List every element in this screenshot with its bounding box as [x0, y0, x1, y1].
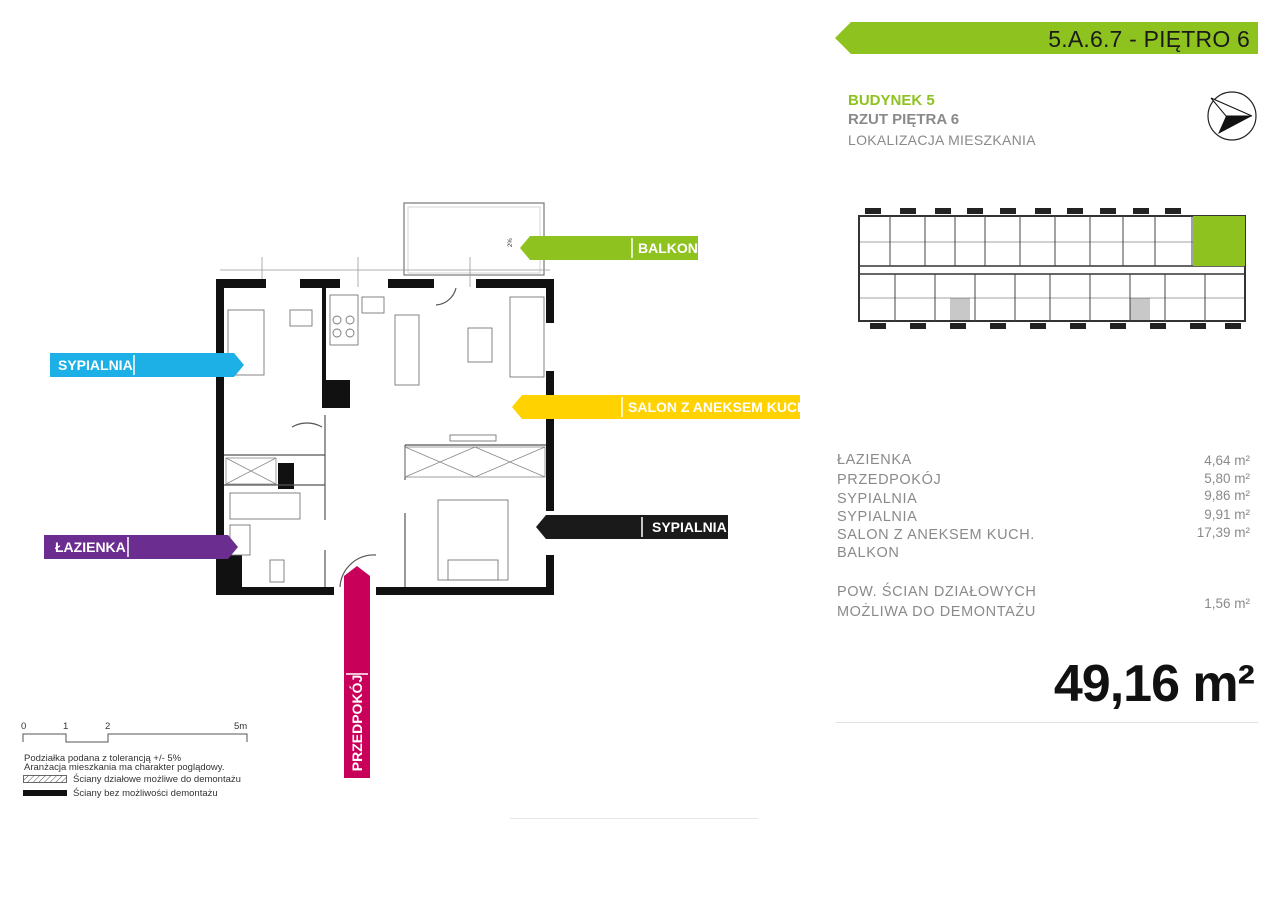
scale-tick-5m: 5m [234, 721, 248, 732]
room-name: SALON Z ANEKSEM KUCH. [837, 527, 1035, 543]
unit-title: 5.A.6.7 - PIĘTRO 6 [1000, 26, 1250, 53]
total-area: 49,16 m² [1053, 655, 1255, 713]
room-area: 17,39 m² [1196, 525, 1250, 540]
north-arrow-icon [1207, 91, 1257, 141]
przedpokoj-arrow [344, 566, 370, 778]
title-separator: - [1122, 26, 1144, 52]
partition-label-1: POW. ŚCIAN DZIAŁOWYCH [837, 584, 1037, 600]
highlighted-unit [1193, 216, 1245, 266]
floor-plan-label: RZUT PIĘTRA 6 [848, 111, 960, 128]
sypialnia-left-arrow [50, 353, 244, 377]
slope-mark: 2% [508, 238, 514, 247]
location-label: LOKALIZACJA MIESZKANIA [848, 132, 1036, 148]
apartment-floor-plan: 2% [216, 202, 554, 595]
room-name: SYPIALNIA [837, 491, 918, 507]
fixed-wall-swatch [23, 790, 67, 796]
room-name: BALKON [837, 545, 900, 561]
balkon-arrow [520, 236, 698, 260]
legend-fixed: Ściany bez możliwości demontażu [73, 788, 218, 799]
sypialnia-left-label: SYPIALNIA [58, 357, 133, 373]
unit-banner [835, 22, 1258, 54]
lazienka-arrow [44, 535, 238, 559]
divider [836, 722, 1258, 723]
scale-tick-0: 0 [21, 721, 27, 732]
partition-label-2: MOŻLIWA DO DEMONTAŻU [837, 604, 1036, 620]
building-location-plan [858, 208, 1246, 329]
przedpokoj-label: PRZEDPOKÓJ [349, 674, 365, 772]
room-area: 9,86 m² [1204, 488, 1250, 503]
floor-label: PIĘTRO 6 [1143, 26, 1250, 52]
partition-area: 1,56 m² [1204, 596, 1250, 611]
lazienka-label: ŁAZIENKA [55, 539, 126, 555]
legend-removable: Ściany działowe możliwe do demontażu [73, 774, 241, 785]
removable-wall-swatch [23, 775, 67, 783]
scale-note-1: Podziałka podana z tolerancją +/- 5% [24, 753, 182, 764]
scale-bar [22, 733, 248, 743]
room-name: PRZEDPOKÓJ [837, 472, 942, 488]
scale-note-2: Aranżacja mieszkania ma charakter pogląd… [24, 762, 225, 773]
sypialnia-right-arrow [536, 515, 728, 539]
room-area: 5,80 m² [1204, 471, 1250, 486]
unit-code: 5.A.6.7 [1048, 26, 1123, 52]
room-name: SYPIALNIA [837, 509, 918, 525]
room-name: ŁAZIENKA [837, 452, 912, 468]
salon-arrow [512, 395, 800, 419]
room-area: 4,64 m² [1204, 453, 1250, 468]
scale-tick-1: 1 [63, 721, 69, 732]
footer-divider [510, 818, 758, 819]
balkon-label: BALKON [638, 240, 698, 256]
room-area: 9,91 m² [1204, 507, 1250, 522]
scale-tick-2: 2 [105, 721, 111, 732]
salon-label: SALON Z ANEKSEM KUCH. [628, 399, 812, 415]
building-label: BUDYNEK 5 [848, 92, 935, 109]
sypialnia-right-label: SYPIALNIA [652, 519, 727, 535]
